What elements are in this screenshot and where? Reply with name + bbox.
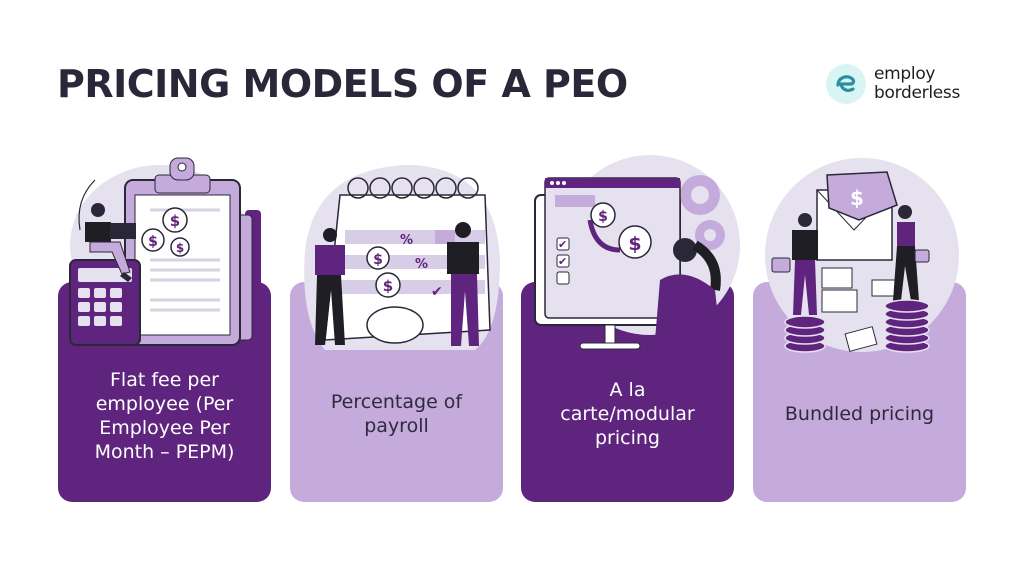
logo-text-line1: employ <box>874 64 936 84</box>
svg-text:$: $ <box>148 234 158 250</box>
svg-text:%: % <box>400 233 413 248</box>
svg-text:$: $ <box>628 233 641 255</box>
card-label: Percentage of payroll <box>330 391 463 437</box>
svg-text:✔: ✔ <box>558 238 567 251</box>
svg-text:$: $ <box>383 277 393 295</box>
svg-text:$: $ <box>176 241 184 255</box>
svg-text:$: $ <box>598 209 608 225</box>
logo-text-line2: borderless <box>874 83 961 103</box>
card-label: Flat fee per employee (Per Employee Per … <box>94 369 235 463</box>
employ-borderless-e-icon <box>826 64 866 104</box>
svg-text:$: $ <box>170 212 180 230</box>
modular-pricing-illustration-icon: ✔ ✔ $ $ <box>534 155 740 350</box>
employ-borderless-logo: employ borderless <box>826 64 960 104</box>
clipboard-illustration-icon: $ $ $ <box>69 157 261 346</box>
page-title: PRICING MODELS OF A PEO <box>57 62 628 106</box>
svg-text:$: $ <box>373 252 383 268</box>
card-label: A la carte/modular pricing <box>560 379 695 449</box>
svg-text:✔: ✔ <box>431 284 443 300</box>
svg-text:%: % <box>415 257 428 272</box>
calendar-payroll-illustration-icon: %% ✔ $ $ <box>304 165 500 350</box>
card-label: Bundled pricing <box>784 403 935 425</box>
svg-text:$: $ <box>850 186 864 210</box>
svg-text:✔: ✔ <box>558 255 567 268</box>
bundled-pricing-illustration-icon: $ <box>765 158 959 353</box>
